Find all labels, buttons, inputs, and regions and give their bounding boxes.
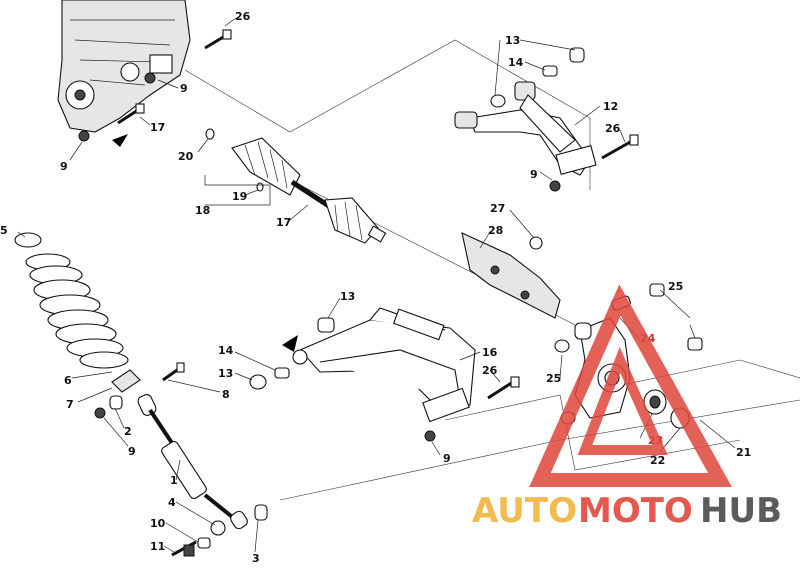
- engine-block: [57, 0, 191, 133]
- callout-8: 8: [222, 388, 230, 401]
- callout-19: 19: [232, 190, 247, 203]
- upper-a-arm: [454, 81, 597, 176]
- watermark-hub: HUB: [700, 491, 782, 531]
- callout-9-lower-arm: 9: [443, 452, 451, 465]
- bushing-13-lower-b: [249, 374, 267, 390]
- bolt-26-lower: [487, 376, 520, 400]
- spring-retainer-7: [111, 369, 141, 393]
- bolt-15-upper: [204, 29, 232, 50]
- washer-10: [197, 537, 211, 549]
- callout-9-upper-arm: 9: [530, 168, 538, 181]
- callout-15-lower: 17: [150, 121, 165, 134]
- callout-11: 11: [150, 540, 165, 553]
- sleeve-14-upper: [542, 65, 558, 77]
- bolt-11: [171, 540, 197, 557]
- callout-20: 20: [178, 150, 194, 163]
- callout-10: 10: [150, 517, 166, 530]
- drive-axle: [231, 137, 387, 244]
- callout-26-lower: 26: [482, 364, 498, 377]
- callout-22: 22: [650, 454, 665, 467]
- shock-absorber: [137, 394, 248, 530]
- callout-21: 21: [736, 446, 751, 459]
- bushing-13-lower-a: [317, 317, 335, 333]
- circlip-20: [205, 128, 215, 140]
- callout-17: 17: [276, 216, 291, 229]
- callout-2: 2: [124, 425, 132, 438]
- ball-joint-25-left: [554, 339, 570, 353]
- callout-9-left: 9: [60, 160, 68, 173]
- callout-25-upper: 25: [668, 280, 683, 293]
- bolt-8: [162, 362, 185, 382]
- arrow-marker-upper: [112, 134, 128, 147]
- watermark-text: AUTO MOTO HUB: [472, 491, 782, 531]
- watermark-moto: MOTO: [578, 491, 693, 531]
- callout-3: 3: [252, 552, 260, 565]
- spring-retainer-5: [14, 232, 42, 248]
- callout-9-lower-left: 9: [128, 445, 136, 458]
- bushing-13-upper-a: [490, 94, 506, 108]
- callout-26-upper: 26: [605, 122, 621, 135]
- watermark-auto: AUTO: [472, 491, 577, 531]
- bracket-18: [204, 175, 271, 206]
- watermark-logo: [529, 284, 732, 487]
- bushing-13-upper-b: [569, 47, 585, 63]
- bushing-2: [109, 395, 123, 410]
- callout-15-upper: 26: [235, 10, 251, 23]
- callout-1: 1: [170, 474, 178, 487]
- callout-16: 16: [482, 346, 498, 359]
- callout-7: 7: [66, 398, 74, 411]
- callout-25-lower: 25: [546, 372, 561, 385]
- coil-spring: [25, 253, 129, 369]
- nut-27: [529, 236, 543, 250]
- callout-28: 28: [488, 224, 503, 237]
- lower-a-arm: [299, 307, 476, 423]
- sleeve-14-lower: [274, 367, 290, 379]
- callout-13-lower-b: 13: [218, 367, 233, 380]
- callout-9-engine: 9: [180, 82, 188, 95]
- nut-9-upper-arm: [549, 180, 561, 192]
- bolt-26-upper: [601, 134, 639, 160]
- watermark-triangle-inner: [577, 346, 668, 455]
- callout-5: 5: [0, 224, 8, 237]
- guard-plate: [461, 232, 561, 319]
- nut-9-engine-right: [144, 72, 156, 84]
- callout-13-lower-a: 13: [340, 290, 355, 303]
- bolt-15-lower: [117, 103, 145, 125]
- sleeve-4: [210, 520, 226, 536]
- watermark-triangle-outer: [529, 284, 732, 487]
- nut-9-lower-arm: [424, 430, 436, 442]
- leader-lines: [17, 17, 736, 553]
- callout-14-upper: 14: [508, 56, 524, 69]
- callout-6: 6: [64, 374, 72, 387]
- nut-9-lower-left: [94, 407, 106, 419]
- callout-27: 27: [490, 202, 505, 215]
- ball-joint-25-right: [687, 337, 703, 351]
- callout-12: 12: [603, 100, 618, 113]
- bushing-lower-arm-pivot: [292, 349, 308, 365]
- arrow-marker-lower: [282, 335, 298, 352]
- frame-upper: [184, 39, 591, 190]
- nut-9-engine-left: [78, 130, 90, 142]
- callout-4: 4: [168, 496, 176, 509]
- callout-14-lower: 14: [218, 344, 234, 357]
- callout-labels: 26 17 9 9 20 19 18 17 13 14 12 26 9 27 2…: [0, 10, 751, 565]
- callout-13-upper: 13: [505, 34, 520, 47]
- callout-18: 18: [195, 204, 210, 217]
- bushing-3: [254, 504, 268, 521]
